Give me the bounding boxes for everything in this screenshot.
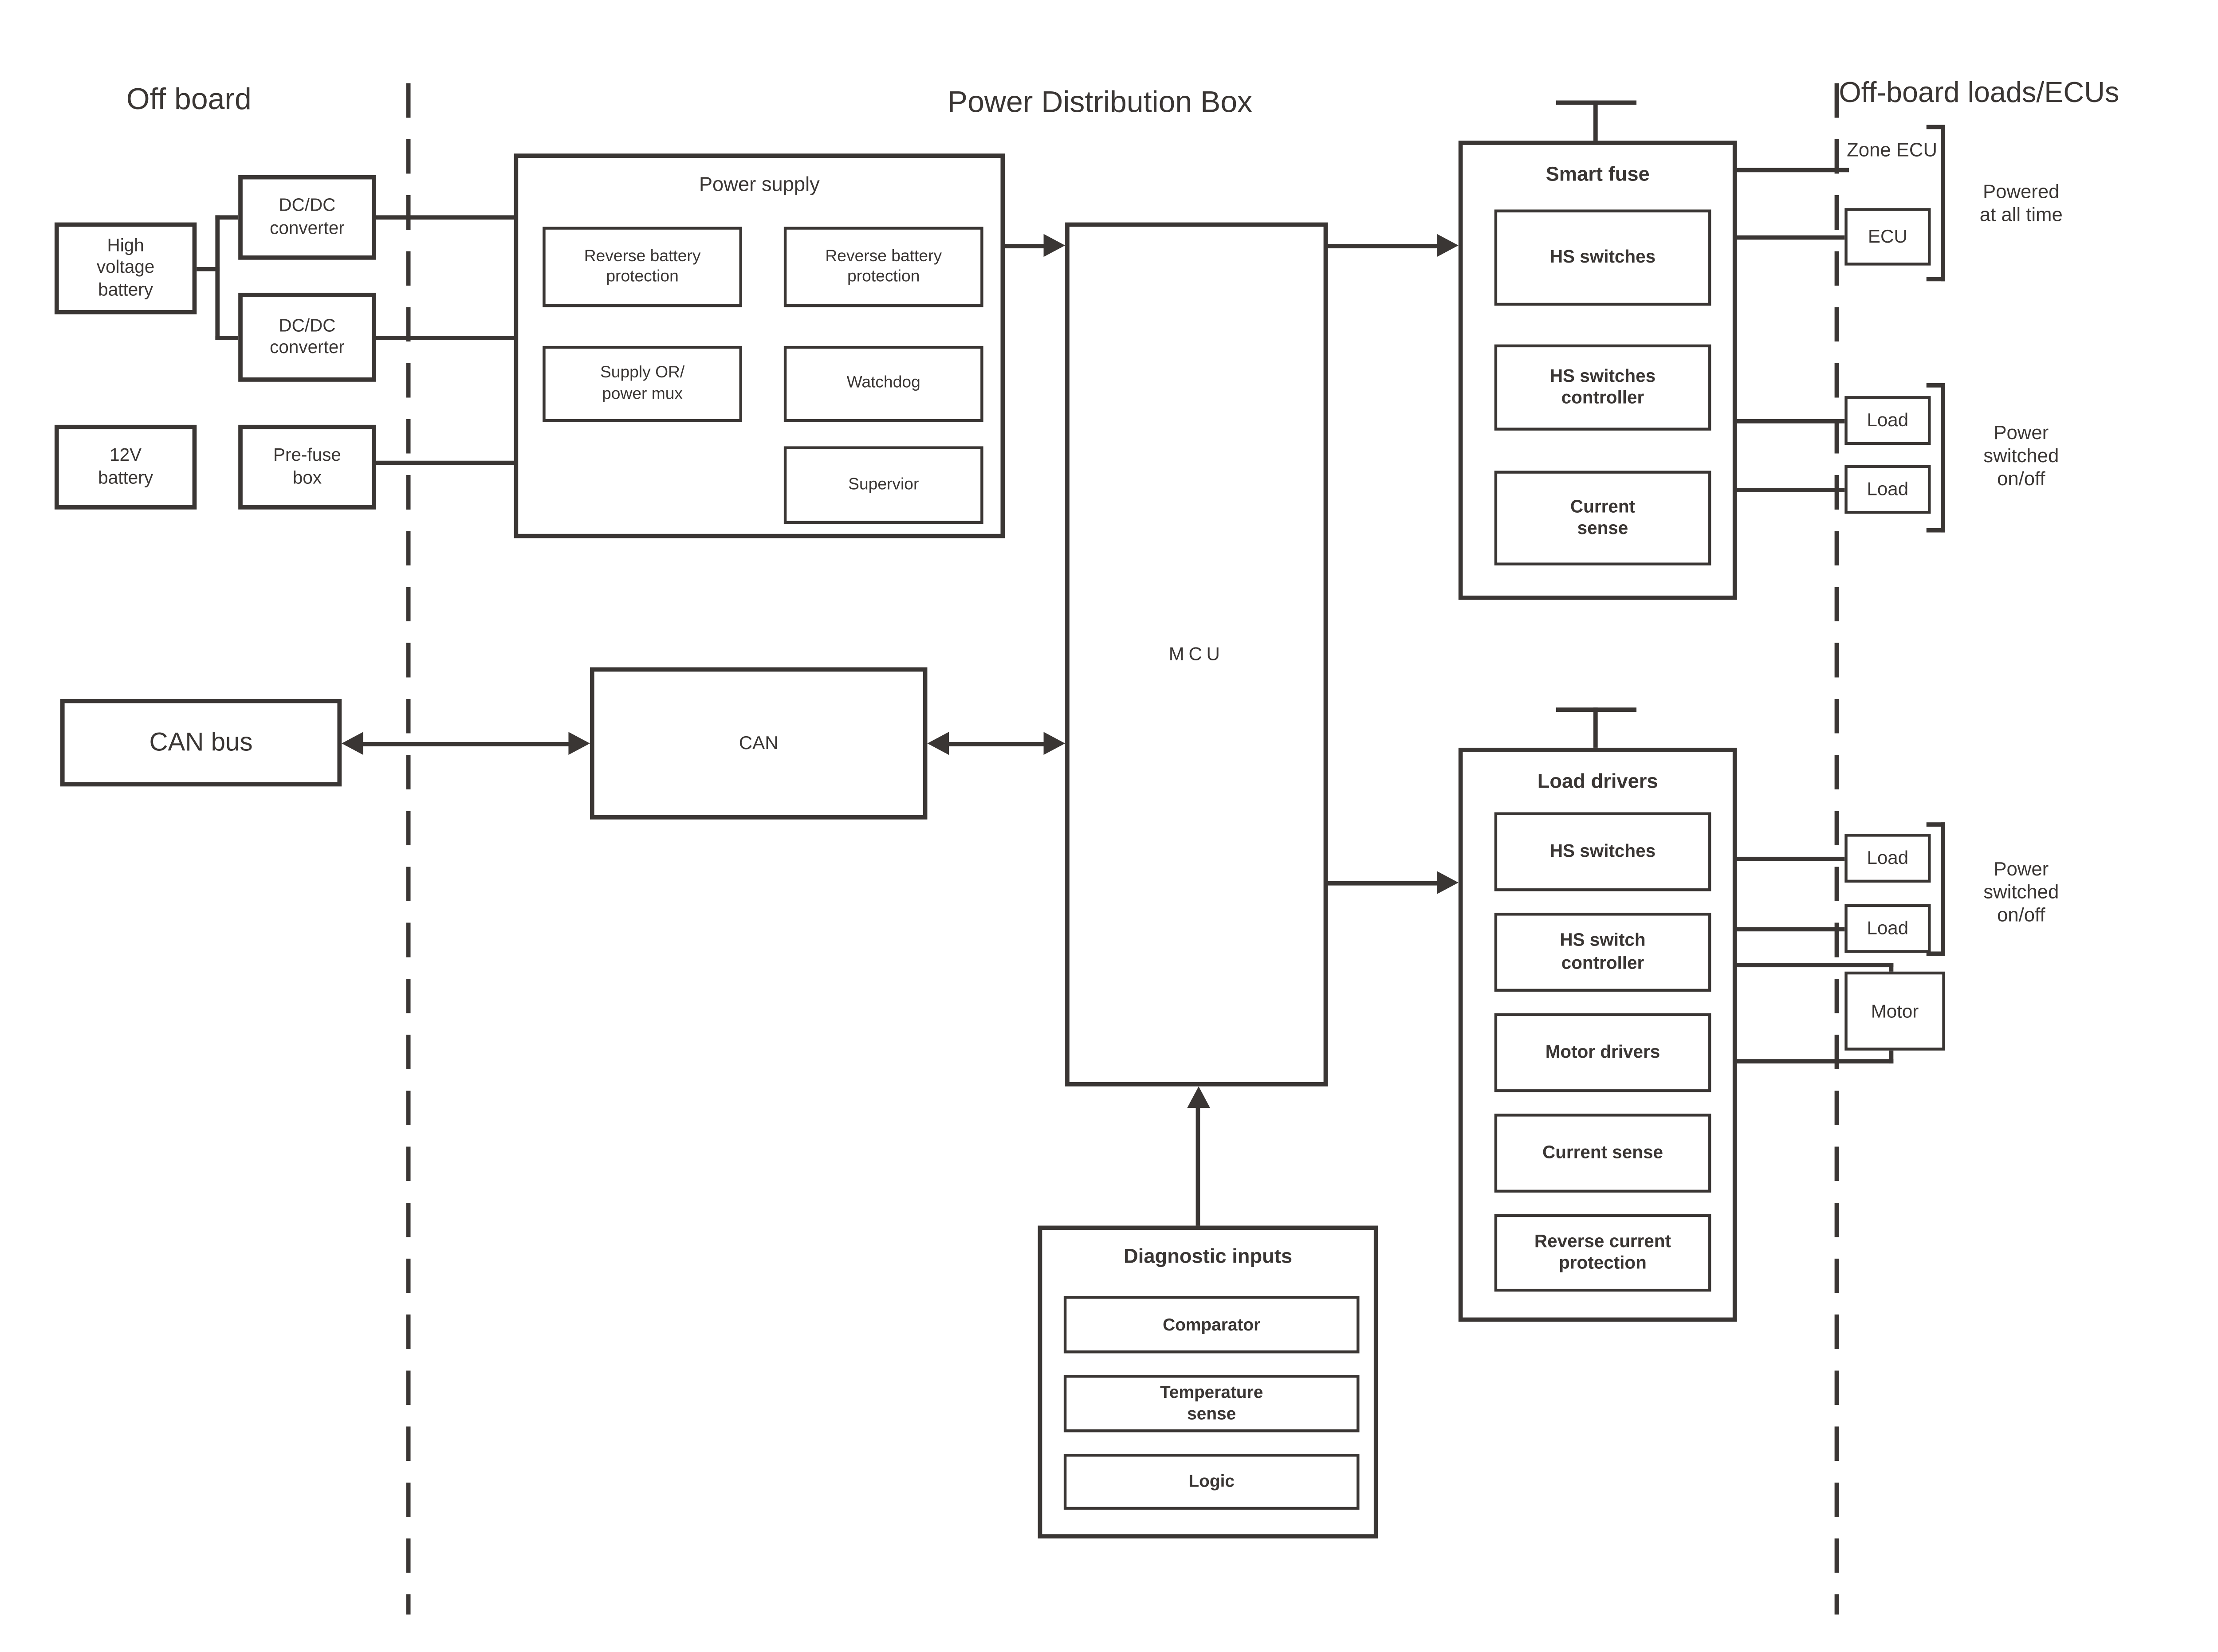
arrowhead-mcu-to-load-drivers xyxy=(1437,871,1459,895)
smart-fuse-hs-switches-controller-box: HS switches controller xyxy=(1494,344,1711,431)
line-load-drivers-to-load4 xyxy=(1737,927,1845,932)
reverse-battery-protection-1-box: Reverse battery protection xyxy=(543,227,743,307)
line-smart-fuse-to-ecu xyxy=(1737,235,1845,240)
supply-tap-stem-load-drivers xyxy=(1593,707,1598,748)
can-bus-box: CAN bus xyxy=(60,698,342,787)
line-hv-battery-bus xyxy=(215,215,220,340)
load-drivers-motor-drivers-box: Motor drivers xyxy=(1494,1013,1711,1092)
load-box-2: Load xyxy=(1844,465,1931,514)
arrowhead-canbus-to-can xyxy=(568,732,590,755)
line-hv-battery-stub xyxy=(197,267,220,271)
line-mcu-to-load-drivers xyxy=(1328,881,1440,886)
arrowhead-power-supply-to-mcu xyxy=(1043,234,1066,257)
logic-box: Logic xyxy=(1063,1454,1360,1510)
battery-12v-box: 12V battery xyxy=(54,424,197,510)
load-drivers-title: Load drivers xyxy=(1537,769,1658,793)
zone-ecu-label: Zone ECU xyxy=(1847,139,1938,161)
arrowhead-mcu-to-can xyxy=(927,732,949,755)
divider-off-board-right xyxy=(1834,83,1839,1615)
powered-at-all-time-label: Powered at all time xyxy=(1979,181,2063,226)
power-supply-title: Power supply xyxy=(699,172,820,196)
line-dcdc2-to-power-supply xyxy=(376,336,514,340)
line-canbus-to-can xyxy=(360,742,571,746)
load-box-4: Load xyxy=(1844,904,1931,953)
arrowhead-diagnostic-to-mcu xyxy=(1187,1086,1210,1108)
smart-fuse-panel: Smart fuse HS switches HS switches contr… xyxy=(1458,141,1737,600)
bracket-powered-at-all-time xyxy=(1926,125,1945,282)
bracket-power-switched-top xyxy=(1926,383,1945,533)
arrowhead-can-to-canbus xyxy=(342,732,363,755)
line-dcdc2-feed xyxy=(215,336,239,340)
power-switched-bottom-label: Power switched on/off xyxy=(1983,858,2059,926)
can-box: CAN xyxy=(590,667,928,820)
line-load-drivers-to-load3 xyxy=(1737,856,1845,861)
line-smart-fuse-to-zone-ecu xyxy=(1737,168,1849,173)
line-dcdc1-to-power-supply xyxy=(376,215,514,220)
line-mcu-to-smart-fuse xyxy=(1328,244,1440,248)
load-box-1: Load xyxy=(1844,396,1931,445)
line-power-supply-to-mcu xyxy=(1005,244,1047,248)
watchdog-box: Watchdog xyxy=(783,345,983,422)
line-prefuse-to-power-supply xyxy=(376,460,514,465)
load-drivers-hs-switch-controller-box: HS switch controller xyxy=(1494,913,1711,992)
supply-tap-stem-smart-fuse xyxy=(1593,100,1598,141)
pre-fuse-box: Pre-fuse box xyxy=(238,424,376,510)
load-box-3: Load xyxy=(1844,834,1931,883)
supervior-box: Supervior xyxy=(783,446,983,524)
line-diagnostic-to-mcu xyxy=(1196,1105,1200,1226)
header-power-distribution-box: Power Distribution Box xyxy=(947,86,1253,119)
smart-fuse-title: Smart fuse xyxy=(1546,162,1650,185)
header-off-board: Off board xyxy=(126,83,252,117)
reverse-battery-protection-2-box: Reverse battery protection xyxy=(783,227,983,307)
power-supply-panel: Power supply Reverse battery protection … xyxy=(514,153,1005,538)
load-drivers-reverse-current-protection-box: Reverse current protection xyxy=(1494,1214,1711,1292)
motor-box: Motor xyxy=(1844,971,1945,1051)
arrowhead-mcu-to-smart-fuse xyxy=(1437,234,1459,257)
line-smart-fuse-to-load2 xyxy=(1737,488,1845,492)
line-can-to-mcu xyxy=(946,742,1047,746)
temperature-sense-box: Temperature sense xyxy=(1063,1375,1360,1432)
smart-fuse-current-sense-box: Current sense xyxy=(1494,471,1711,565)
power-switched-top-label: Power switched on/off xyxy=(1983,422,2059,490)
comparator-box: Comparator xyxy=(1063,1296,1360,1354)
load-drivers-panel: Load drivers HS switches HS switch contr… xyxy=(1458,747,1737,1322)
line-smart-fuse-to-load1 xyxy=(1737,419,1845,424)
line-load-drivers-to-motor-bottom xyxy=(1737,1059,1894,1063)
load-drivers-current-sense-box: Current sense xyxy=(1494,1114,1711,1193)
line-load-drivers-to-motor-top xyxy=(1737,963,1894,968)
supply-or-power-mux-box: Supply OR/ power mux xyxy=(543,345,743,422)
arrowhead-can-to-mcu xyxy=(1043,732,1066,755)
load-drivers-hs-switches-box: HS switches xyxy=(1494,812,1711,891)
ecu-box: ECU xyxy=(1844,208,1931,266)
diagnostic-inputs-title: Diagnostic inputs xyxy=(1124,1244,1293,1267)
divider-off-board-left xyxy=(406,83,411,1615)
line-motor-top-jog xyxy=(1889,963,1894,977)
smart-fuse-hs-switches-box: HS switches xyxy=(1494,209,1711,306)
mcu-box: MCU xyxy=(1065,222,1328,1087)
header-off-board-loads: Off-board loads/ECUs xyxy=(1839,77,2120,109)
dcdc-converter-2-box: DC/DC converter xyxy=(238,293,376,382)
line-motor-bottom-jog xyxy=(1889,1046,1894,1063)
dcdc-converter-1-box: DC/DC converter xyxy=(238,175,376,260)
diagnostic-inputs-panel: Diagnostic inputs Comparator Temperature… xyxy=(1038,1225,1378,1538)
bracket-power-switched-bottom xyxy=(1926,822,1945,956)
hv-battery-box: High voltage battery xyxy=(54,222,197,314)
line-dcdc1-feed xyxy=(215,215,239,220)
